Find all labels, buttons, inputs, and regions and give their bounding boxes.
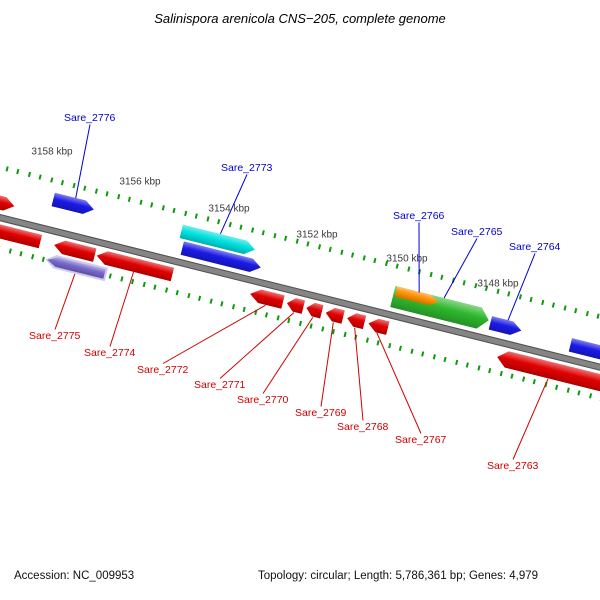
leader-line-sare_2765	[442, 238, 477, 299]
leader-line-sare_2770	[262, 316, 313, 394]
leader-line-sare_2775	[54, 274, 75, 330]
leader-line-sare_2767	[376, 332, 421, 434]
leader-line-sare_2766	[418, 222, 420, 293]
kbp-tick-label: 3156 kbp	[119, 176, 161, 188]
leader-line-sare_2768	[353, 327, 363, 421]
gene-label-sare_2767: Sare_2767	[395, 434, 447, 446]
gene-label-sare_2768: Sare_2768	[337, 421, 389, 433]
gene-label-sare_2763: Sare_2763	[487, 460, 539, 472]
gene-label-sare_2764: Sare_2764	[509, 241, 561, 253]
kbp-tick-label: 3158 kbp	[31, 146, 73, 158]
gene-label-sare_2766: Sare_2766	[393, 210, 445, 222]
genome-title: Salinispora arenicola CNS−205, complete …	[154, 11, 446, 26]
kbp-tick-label: 3150 kbp	[386, 253, 428, 265]
leader-line-sare_2771	[219, 312, 294, 379]
leader-line-sare_2763	[512, 378, 548, 460]
kbp-tick-label: 3148 kbp	[477, 278, 519, 290]
gene-label-sare_2769: Sare_2769	[295, 407, 347, 419]
gene-label-sare_2776: Sare_2776	[64, 112, 116, 124]
leader-line-sare_2772	[162, 304, 266, 364]
kbp-tick-label: 3152 kbp	[296, 229, 338, 241]
footer-topology: Topology: circular; Length: 5,786,361 bp…	[258, 570, 539, 582]
leader-line-sare_2776	[74, 124, 90, 199]
gene-label-sare_2772: Sare_2772	[137, 364, 189, 376]
gene-label-sare_2771: Sare_2771	[194, 379, 246, 391]
leader-line-sare_2769	[320, 322, 334, 407]
gene-label-sare_2773: Sare_2773	[221, 162, 273, 174]
footer-accession: Accession: NC_009953	[14, 570, 135, 582]
leader-line-sare_2774	[109, 272, 134, 347]
kbp-tick-label: 3154 kbp	[208, 203, 250, 215]
gene-label-sare_2765: Sare_2765	[451, 226, 503, 238]
gene-label-sare_2774: Sare_2774	[84, 347, 136, 359]
gene-label-sare_2775: Sare_2775	[29, 330, 81, 342]
gene-label-sare_2770: Sare_2770	[237, 394, 289, 406]
